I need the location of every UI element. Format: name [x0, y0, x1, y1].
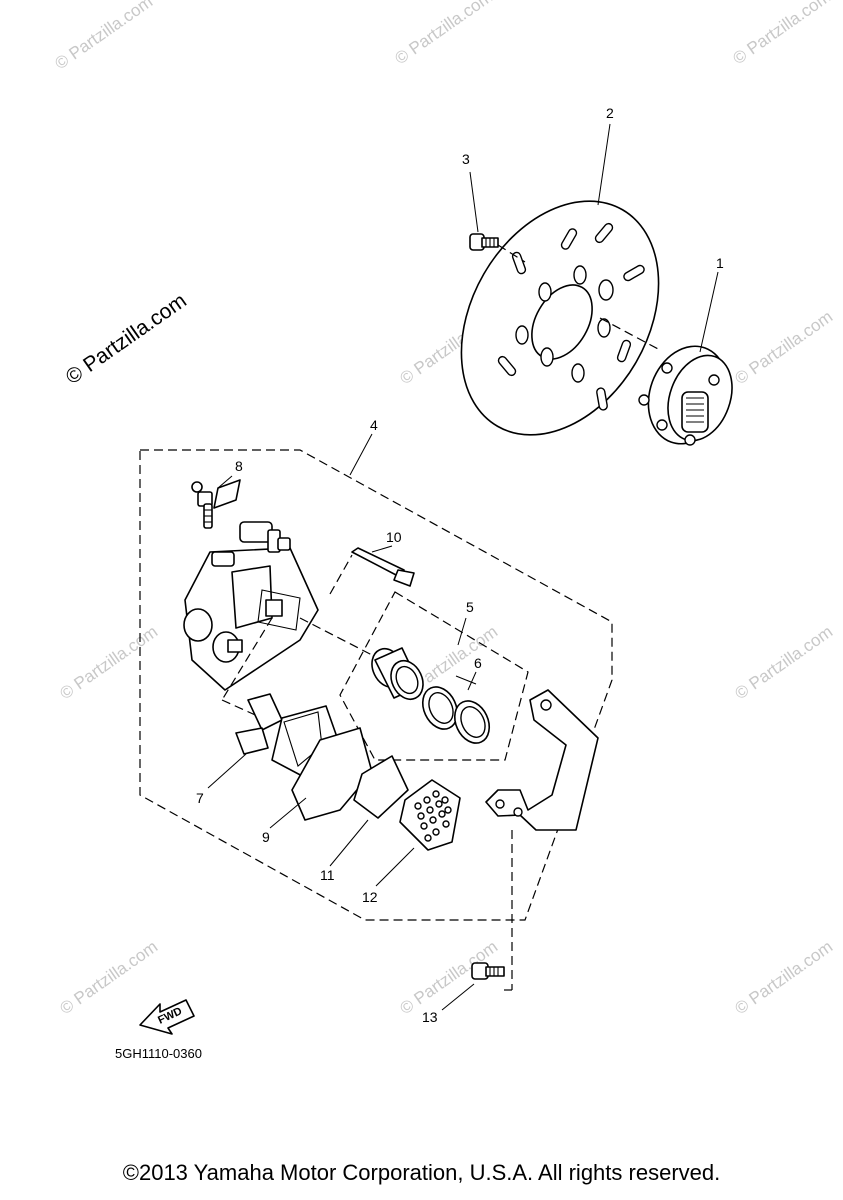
watermark-layer: © Partzilla.com © Partzilla.com © Partzi…	[51, 0, 836, 1018]
fwd-arrow-icon: FWD	[139, 999, 195, 1035]
watermark-text: © Partzilla.com	[729, 0, 834, 68]
leader-lines	[207, 123, 719, 1011]
brake-disc	[460, 200, 660, 436]
piston	[371, 647, 424, 701]
hub-spline	[686, 397, 704, 423]
bracket-bolt	[471, 962, 505, 980]
callout-1: 1	[716, 255, 724, 271]
callout-2: 2	[606, 105, 614, 121]
wheel-hub	[638, 345, 733, 446]
callout-12: 12	[362, 889, 378, 905]
callout-7: 7	[196, 790, 204, 806]
bolt-alignment-line	[497, 244, 526, 263]
callout-5: 5	[466, 599, 474, 615]
watermark-text: © Partzilla.com	[731, 622, 836, 703]
copyright-notice: ©2013 Yamaha Motor Corporation, U.S.A. A…	[122, 1160, 721, 1185]
caliper-body	[183, 521, 319, 691]
watermark-text: © Partzilla.com	[56, 937, 161, 1018]
disc-bolt	[469, 233, 499, 251]
brake-pad-inner	[291, 727, 373, 821]
callout-8: 8	[235, 458, 243, 474]
watermark-main: © Partzilla.com	[62, 289, 191, 389]
bleed-screw	[191, 479, 241, 529]
callout-6: 6	[474, 655, 482, 671]
callout-4: 4	[370, 417, 378, 433]
caliper-bracket	[485, 689, 599, 831]
caliper-guide-line	[221, 617, 273, 701]
callout-9: 9	[262, 829, 270, 845]
callout-13: 13	[422, 1009, 438, 1025]
hub-alignment-line	[599, 317, 661, 351]
callout-3: 3	[462, 151, 470, 167]
watermark-text: © Partzilla.com	[731, 307, 836, 388]
brake-pad-friction	[399, 779, 461, 851]
callouts: 1 2 3 4 5 6 7 8 9 10 11 12 13	[196, 105, 724, 1025]
watermark-text: © Partzilla.com	[731, 937, 836, 1018]
pad-shim	[353, 755, 409, 819]
pad-spring	[235, 693, 283, 755]
piston-seal-set	[421, 686, 491, 744]
callout-11: 11	[320, 867, 335, 883]
caliper-guide-line	[329, 554, 353, 595]
piston-group-outline	[339, 591, 529, 761]
watermark-text: © Partzilla.com	[51, 0, 156, 73]
watermark-text: © Partzilla.com	[56, 622, 161, 703]
caliper-pin	[351, 547, 415, 587]
callout-10: 10	[386, 529, 402, 545]
diagram-code: 5GH1110-0360	[115, 1046, 202, 1061]
watermark-text: © Partzilla.com	[391, 0, 496, 68]
